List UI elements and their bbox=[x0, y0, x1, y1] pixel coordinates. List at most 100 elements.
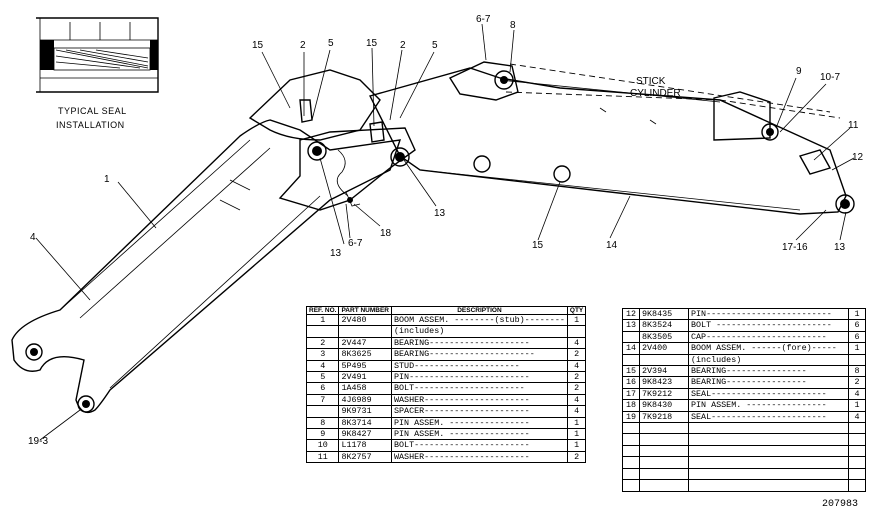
header-ref: REF. NO. bbox=[305, 306, 340, 315]
qty-cell: 2 bbox=[848, 376, 866, 389]
callout-6-7a: 6-7 bbox=[476, 14, 491, 25]
callout-10-7: 10-7 bbox=[820, 72, 840, 83]
joint-bracket bbox=[278, 127, 416, 211]
ref-cell bbox=[622, 422, 640, 435]
callout-15b: 15 bbox=[366, 38, 378, 49]
table-row bbox=[622, 444, 866, 458]
description-cell bbox=[688, 456, 849, 469]
description-cell: BEARING---------------- bbox=[688, 376, 849, 389]
table-row bbox=[622, 456, 866, 469]
qty-cell bbox=[848, 479, 866, 492]
description-cell: BOLT ----------------------- bbox=[688, 319, 849, 332]
qty-cell: 2 bbox=[566, 371, 587, 384]
qty-cell: 4 bbox=[566, 405, 587, 418]
part-number-cell: 8K2757 bbox=[338, 450, 392, 464]
qty-cell: 2 bbox=[566, 450, 587, 464]
callout-13b: 13 bbox=[434, 208, 446, 219]
qty-cell: 8 bbox=[848, 365, 866, 378]
description-cell bbox=[688, 467, 849, 481]
ref-cell: 6 bbox=[305, 382, 340, 395]
table-header-row: REF. NO. PART NUMBER DESCRIPTION QTY bbox=[305, 306, 587, 315]
part-number-cell: 2V447 bbox=[338, 336, 392, 350]
description-cell bbox=[688, 422, 849, 435]
callout-17-16: 17-16 bbox=[782, 242, 808, 253]
ref-cell: 3 bbox=[305, 348, 340, 361]
description-cell: PIN------------------------- bbox=[688, 307, 849, 321]
ref-cell bbox=[622, 444, 640, 458]
cylinder-label-1: STICK bbox=[636, 76, 666, 87]
callout-19-3: 19-3 bbox=[28, 436, 48, 447]
ref-cell: 15 bbox=[622, 365, 640, 378]
description-cell: BOOM ASSEM. ------(fore)----- bbox=[688, 342, 849, 355]
callout-4: 4 bbox=[30, 232, 36, 243]
qty-cell: 2 bbox=[566, 348, 587, 361]
ref-cell: 5 bbox=[305, 371, 340, 384]
callout-1: 1 bbox=[104, 174, 110, 185]
description-cell: WASHER--------------------- bbox=[391, 393, 568, 407]
qty-cell bbox=[848, 433, 866, 446]
description-cell: PIN ASSEM. ---------------- bbox=[688, 399, 849, 412]
stub-boom bbox=[11, 69, 410, 414]
ref-cell bbox=[305, 405, 340, 418]
callout-18: 18 bbox=[380, 228, 392, 239]
part-number-cell: 2V394 bbox=[639, 365, 689, 378]
description-cell: PIN ASSEM. ---------------- bbox=[391, 428, 568, 441]
qty-cell bbox=[848, 353, 866, 367]
ref-cell: 7 bbox=[305, 393, 340, 407]
part-number-cell: 2V400 bbox=[639, 342, 689, 355]
description-cell: SEAL----------------------- bbox=[688, 387, 849, 401]
qty-cell: 1 bbox=[566, 313, 587, 327]
inset-caption-1: TYPICAL SEAL bbox=[58, 106, 127, 116]
ref-cell: 19 bbox=[622, 410, 640, 424]
qty-cell: 4 bbox=[566, 393, 587, 407]
header-description: DESCRIPTION bbox=[391, 306, 568, 315]
description-cell: BOOM ASSEM. --------(stub)-------- bbox=[391, 313, 568, 327]
qty-cell bbox=[566, 325, 587, 338]
description-cell: PIN ASSEM. ---------------- bbox=[391, 416, 568, 430]
table-row: (includes) bbox=[305, 325, 587, 338]
callout-15c: 15 bbox=[532, 240, 544, 251]
qty-cell bbox=[848, 422, 866, 435]
part-number-cell: 2V491 bbox=[338, 371, 392, 384]
header-qty: QTY bbox=[566, 306, 587, 315]
description-cell: BEARING--------------------- bbox=[391, 348, 568, 361]
qty-cell: 1 bbox=[566, 439, 587, 452]
qty-cell: 1 bbox=[848, 342, 866, 355]
callout-9: 9 bbox=[796, 66, 802, 77]
part-number-cell: 4J6989 bbox=[338, 393, 392, 407]
part-number-cell: 9K8427 bbox=[338, 428, 392, 441]
part-number-cell bbox=[639, 433, 689, 446]
description-cell: SEAL----------------------- bbox=[688, 410, 849, 424]
callout-2b: 2 bbox=[400, 40, 406, 51]
inset-caption-2: INSTALLATION bbox=[56, 120, 125, 130]
description-cell: (includes) bbox=[688, 353, 849, 367]
ref-cell: 13 bbox=[622, 319, 640, 332]
ref-cell: 14 bbox=[622, 342, 640, 355]
part-number-cell: 7K9212 bbox=[639, 387, 689, 401]
part-number-cell bbox=[639, 422, 689, 435]
part-number-cell: 8K3625 bbox=[338, 348, 392, 361]
ref-cell: 8 bbox=[305, 416, 340, 430]
description-cell: STUD--------------------- bbox=[391, 359, 568, 373]
part-number-cell: 9K9731 bbox=[338, 405, 392, 418]
callout-5a: 5 bbox=[328, 38, 334, 49]
ref-cell: 2 bbox=[305, 336, 340, 350]
ref-cell: 18 bbox=[622, 399, 640, 412]
description-cell bbox=[688, 444, 849, 458]
qty-cell: 6 bbox=[848, 330, 866, 344]
qty-cell bbox=[848, 467, 866, 481]
description-cell bbox=[688, 433, 849, 446]
part-number-cell bbox=[639, 467, 689, 481]
